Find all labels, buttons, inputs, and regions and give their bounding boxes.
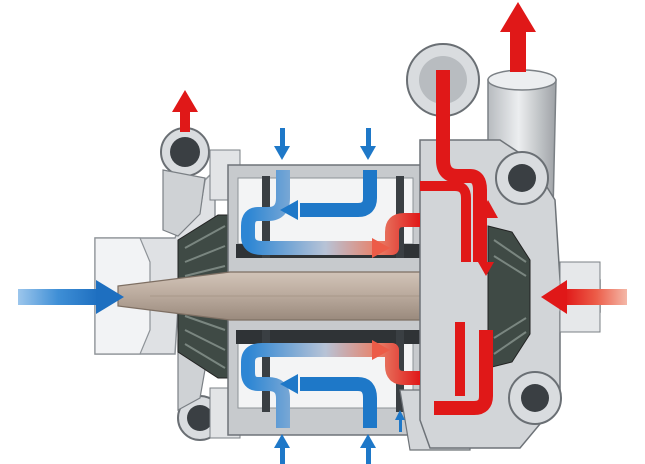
internal-flow-arrows <box>280 200 390 394</box>
upper-inlet-arrow-left <box>274 128 290 160</box>
lower-coolant-channel <box>241 343 420 428</box>
compressed-air-outlet-arrow-icon <box>172 90 198 132</box>
lower-inlet-arrow-left <box>274 434 290 464</box>
coolant-inlet-arrow-icon <box>395 410 405 432</box>
hot-exhaust-outlet-arrow-icon <box>500 2 536 72</box>
upper-inlet-arrow-right <box>360 128 376 160</box>
cold-air-inlet-arrow-icon <box>18 280 124 314</box>
compressor-housing <box>94 127 241 441</box>
hot-gas-path <box>420 70 498 415</box>
lower-inlet-arrow-right <box>360 434 376 464</box>
hot-gas-inlet-arrow-icon <box>541 280 627 314</box>
upper-coolant-channel <box>241 170 420 255</box>
